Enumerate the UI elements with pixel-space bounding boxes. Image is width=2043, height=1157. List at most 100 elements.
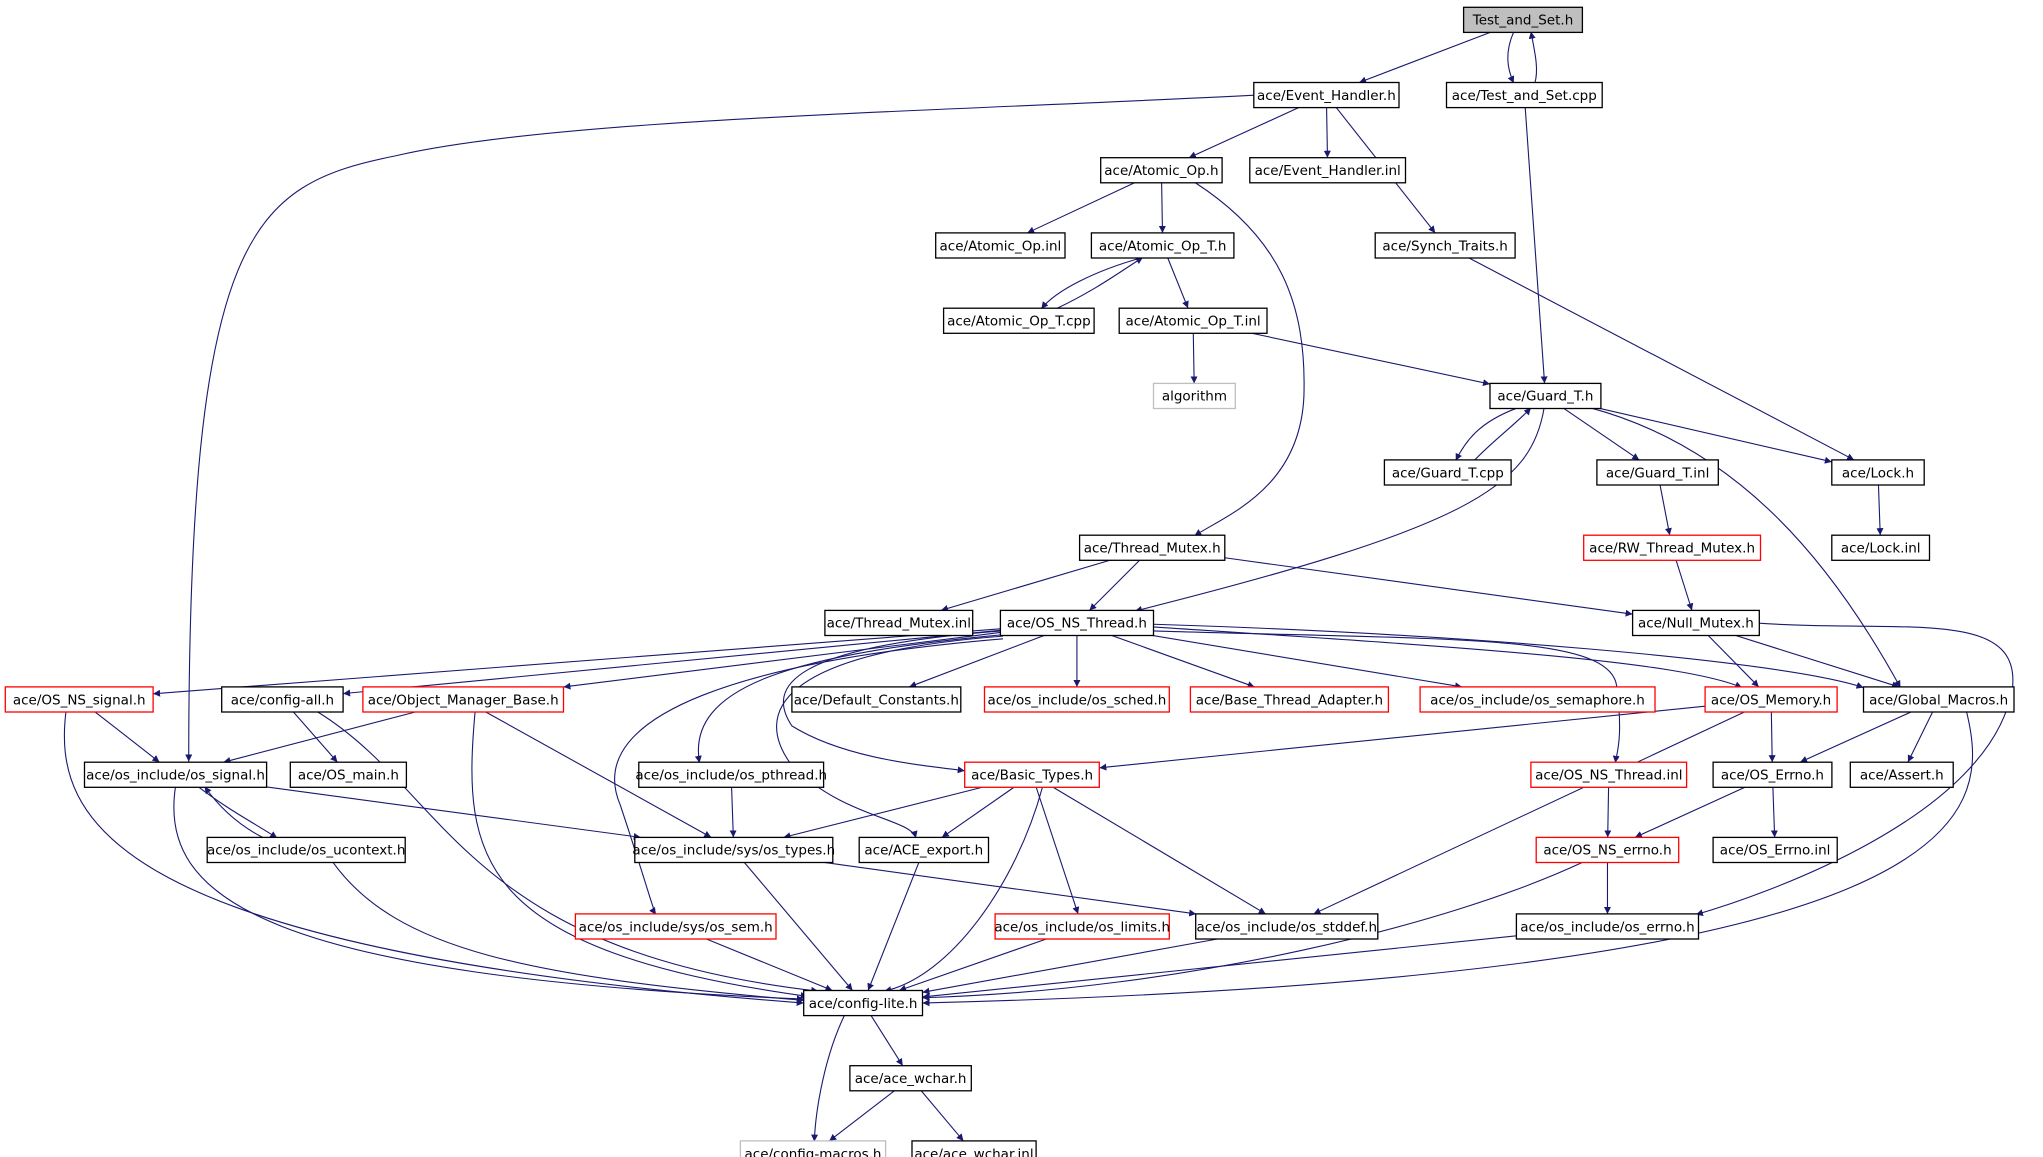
edge-os-ns-thread-h-to-sys-os-sem-h <box>614 638 1004 915</box>
edge-os-ns-thread-h-to-os-memory-h <box>1153 626 1743 689</box>
node-ace-export-h[interactable]: ace/ACE_export.h <box>858 836 990 864</box>
node-box <box>638 761 825 788</box>
edge-object-manager-base-h-to-os-signal-h <box>223 711 416 764</box>
node-box <box>4 686 154 713</box>
node-test-and-set-h[interactable]: Test_and_Set.h <box>1462 6 1584 34</box>
node-lock-h[interactable]: ace/Lock.h <box>1831 459 1925 486</box>
node-box <box>574 913 777 940</box>
node-os-pthread-h[interactable]: ace/os_include/os_pthread.h <box>635 761 827 788</box>
node-os-ns-thread-h[interactable]: ace/OS_NS_Thread.h <box>999 609 1155 637</box>
node-object-manager-base-h[interactable]: ace/Object_Manager_Base.h <box>362 686 565 713</box>
node-default-constants-h[interactable]: ace/Default_Constants.h <box>791 686 962 713</box>
node-box <box>824 609 974 637</box>
node-os-include-os-errno-h[interactable]: ace/os_include/os_errno.h <box>1515 913 1700 940</box>
node-label: ace/os_include/os_stddef.h <box>1197 919 1377 935</box>
node-label: ace/os_include/os_pthread.h <box>635 768 827 784</box>
node-os-stddef-h[interactable]: ace/os_include/os_stddef.h <box>1195 913 1379 940</box>
edge-guard-t-h-to-guard-t-inl <box>1563 408 1640 461</box>
edge-os-ns-thread-h-to-base-thread-adapter-h <box>1111 634 1255 688</box>
node-box <box>739 1140 887 1157</box>
node-base-thread-adapter-h[interactable]: ace/Base_Thread_Adapter.h <box>1189 686 1390 713</box>
node-config-macros-h[interactable]: ace/config-macros.h <box>739 1140 887 1157</box>
node-atomic-op-t-h[interactable]: ace/Atomic_Op_T.h <box>1090 232 1235 259</box>
node-label: ace/os_include/os_ucontext.h <box>207 843 405 859</box>
node-synch-traits-h[interactable]: ace/Synch_Traits.h <box>1374 232 1516 259</box>
edge-os-memory-h-to-basic-types-h <box>1099 705 1706 771</box>
node-os-memory-h[interactable]: ace/OS_Memory.h <box>1704 686 1838 713</box>
node-sys-os-sem-h[interactable]: ace/os_include/sys/os_sem.h <box>574 913 777 940</box>
node-box <box>1253 81 1400 109</box>
edge-test-and-set-cpp-to-guard-t-h <box>1524 107 1548 384</box>
node-basic-types-h[interactable]: ace/Basic_Types.h <box>964 761 1100 788</box>
node-global-macros-h[interactable]: ace/Global_Macros.h <box>1862 686 2015 713</box>
node-box <box>942 307 1095 334</box>
edge-object-manager-base-h-to-config-lite-h <box>471 711 808 999</box>
node-test-and-set-cpp[interactable]: ace/Test_and_Set.cpp <box>1445 81 1603 109</box>
node-ace-wchar-h[interactable]: ace/ace_wchar.h <box>849 1065 972 1092</box>
node-event-handler-inl[interactable]: ace/Event_Handler.inl <box>1249 157 1407 184</box>
node-os-ns-errno-h[interactable]: ace/OS_NS_errno.h <box>1535 836 1680 864</box>
edge-os-ns-thread-h-to-ace-export-h <box>776 635 1004 839</box>
node-os-main-h[interactable]: ace/OS_main.h <box>289 761 408 788</box>
node-box <box>1712 761 1833 788</box>
node-os-ns-signal-h[interactable]: ace/OS_NS_signal.h <box>4 686 154 713</box>
edge-lock-h-to-lock-inl <box>1876 484 1884 536</box>
node-algorithm[interactable]: algorithm <box>1152 382 1236 410</box>
edge-synch-traits-h-to-lock-h <box>1468 257 1855 461</box>
node-rw-thread-mutex-h[interactable]: ace/RW_Thread_Mutex.h <box>1583 534 1762 561</box>
node-os-semaphore-h[interactable]: ace/os_include/os_semaphore.h <box>1419 686 1656 713</box>
node-atomic-op-h[interactable]: ace/Atomic_Op.h <box>1100 157 1223 184</box>
node-box <box>1195 913 1379 940</box>
node-os-ucontext-h[interactable]: ace/os_include/os_ucontext.h <box>206 836 406 864</box>
edge-guard-t-h-to-guard-t-cpp <box>1455 407 1518 461</box>
nodes-layer: Test_and_Set.h ace/Event_Handler.h ace/Tes… <box>4 6 2015 1157</box>
edge-global-macros-h-to-config-lite-h <box>922 711 1974 1007</box>
node-label: ace/Thread_Mutex.h <box>1084 541 1221 557</box>
node-os-ns-thread-inl[interactable]: ace/OS_NS_Thread.inl <box>1530 761 1688 788</box>
node-os-signal-h[interactable]: ace/os_include/os_signal.h <box>83 761 268 788</box>
node-guard-t-inl[interactable]: ace/Guard_T.inl <box>1596 459 1719 486</box>
node-atomic-op-inl[interactable]: ace/Atomic_Op.inl <box>935 232 1066 259</box>
node-label: ace/Atomic_Op_T.h <box>1099 238 1227 254</box>
node-thread-mutex-inl[interactable]: ace/Thread_Mutex.inl <box>824 609 974 637</box>
edge-guard-t-inl-to-rw-thread-mutex-h <box>1659 484 1672 536</box>
node-atomic-op-t-inl[interactable]: ace/Atomic_Op_T.inl <box>1118 307 1268 334</box>
node-guard-t-h[interactable]: ace/Guard_T.h <box>1489 382 1602 410</box>
edge-guard-t-cpp-to-guard-t-h <box>1473 407 1532 461</box>
edge-atomic-op-h-to-atomic-op-inl <box>1026 182 1135 234</box>
node-os-limits-h[interactable]: ace/os_include/os_limits.h <box>994 913 1170 940</box>
edge-os-pthread-h-to-sys-os-types-h <box>729 787 737 838</box>
node-guard-t-cpp[interactable]: ace/Guard_T.cpp <box>1383 459 1512 486</box>
node-sys-os-types-h[interactable]: ace/os_include/sys/os_types.h <box>632 836 835 864</box>
node-config-lite-h[interactable]: ace/config-lite.h <box>803 989 924 1017</box>
node-atomic-op-t-cpp[interactable]: ace/Atomic_Op_T.cpp <box>942 307 1095 334</box>
edge-basic-types-h-to-ace-export-h <box>941 786 1015 838</box>
node-assert-h[interactable]: ace/Assert.h <box>1849 761 1954 788</box>
node-ace-wchar-inl[interactable]: ace/ace_wchar.inl <box>911 1140 1037 1157</box>
node-box <box>983 686 1170 713</box>
node-box <box>634 836 834 864</box>
node-os-errno-inl[interactable]: ace/OS_Errno.inl <box>1712 836 1838 864</box>
node-box <box>994 913 1170 940</box>
edge-os-signal-h-to-config-lite-h <box>173 786 804 1003</box>
node-box <box>803 989 924 1017</box>
node-label: ace/ace_wchar.inl <box>914 1146 1033 1157</box>
edge-null-mutex-h-to-global-macros-h <box>1735 634 1900 689</box>
node-lock-inl[interactable]: ace/Lock.inl <box>1831 534 1931 561</box>
node-label: ace/Atomic_Op_T.cpp <box>947 314 1091 330</box>
node-null-mutex-h[interactable]: ace/Null_Mutex.h <box>1631 609 1760 637</box>
node-thread-mutex-h[interactable]: ace/Thread_Mutex.h <box>1078 534 1226 561</box>
node-event-handler-h[interactable]: ace/Event_Handler.h <box>1253 81 1400 109</box>
node-os-sched-h[interactable]: ace/os_include/os_sched.h <box>983 686 1170 713</box>
node-label: ace/OS_Errno.h <box>1721 768 1824 784</box>
edge-basic-types-h-to-os-stddef-h <box>1052 786 1267 915</box>
node-box <box>83 761 268 788</box>
edge-thread-mutex-h-to-os-ns-thread-h <box>1089 559 1141 611</box>
node-config-all-h[interactable]: ace/config-all.h <box>221 686 344 713</box>
node-label: ace/OS_NS_Thread.h <box>1007 616 1147 632</box>
edge-atomic-op-h-to-thread-mutex-h <box>1194 181 1305 537</box>
node-os-errno-ace-h[interactable]: ace/OS_Errno.h <box>1712 761 1833 788</box>
node-box <box>1489 382 1602 410</box>
node-box <box>1189 686 1390 713</box>
node-label: ace/config-lite.h <box>809 996 918 1012</box>
